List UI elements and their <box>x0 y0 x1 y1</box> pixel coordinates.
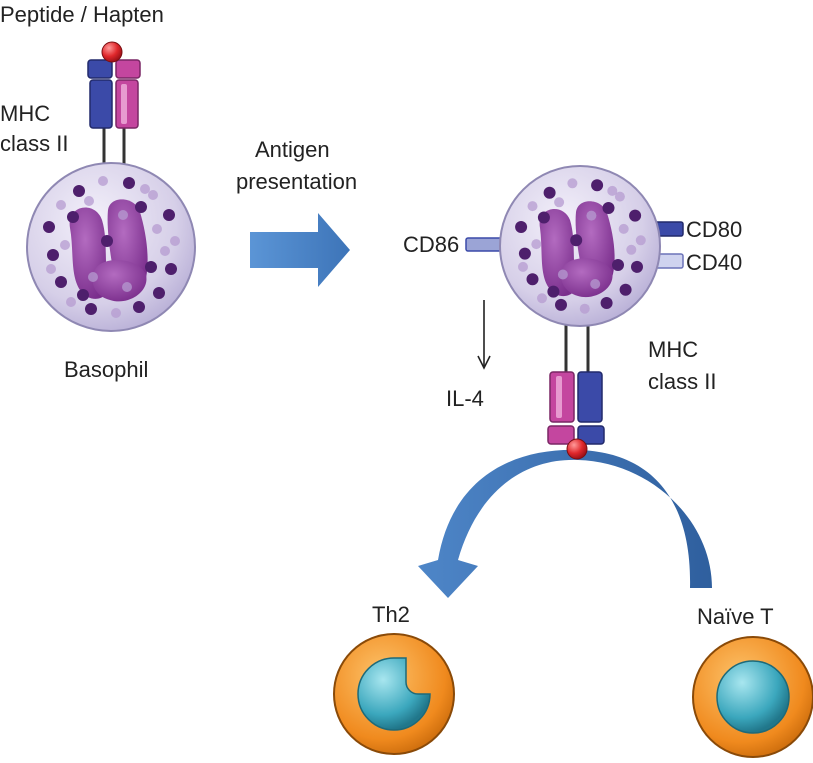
granule <box>518 261 528 272</box>
granule <box>152 224 162 234</box>
granule <box>555 298 567 311</box>
granule <box>591 179 604 192</box>
granule <box>554 197 565 208</box>
basophil-granules-left <box>43 176 180 318</box>
th2-nucleus <box>357 657 431 731</box>
granule <box>607 185 618 196</box>
peptide-antigen-left <box>101 41 123 63</box>
granule <box>73 185 85 197</box>
granule <box>547 285 560 298</box>
granule <box>55 276 67 288</box>
granule <box>60 240 70 250</box>
label-mhc-left-1: MHC <box>0 101 50 126</box>
granule <box>88 272 98 282</box>
granule <box>98 176 108 186</box>
granule <box>531 239 542 250</box>
granule <box>527 201 538 212</box>
granule <box>612 259 624 271</box>
label-basophil: Basophil <box>64 357 148 382</box>
label-cd86: CD86 <box>403 232 459 257</box>
il4-secretion-arrow-head <box>477 355 491 370</box>
granule <box>635 235 646 246</box>
granule <box>160 246 170 256</box>
label-cd40: CD40 <box>686 250 742 275</box>
basophil-granules-right <box>515 178 646 314</box>
granule <box>67 211 79 223</box>
granule <box>118 210 128 220</box>
label-mhc-right-2: class II <box>648 369 716 394</box>
granule <box>537 211 550 224</box>
granule <box>557 269 568 280</box>
mhc-right-beta-head <box>547 425 575 445</box>
naive-t-nucleus <box>716 660 790 734</box>
label-mhc-right-1: MHC <box>648 337 698 362</box>
granule <box>515 221 528 233</box>
label-cd80: CD80 <box>686 217 742 242</box>
mhc-right-alpha-head <box>577 425 605 445</box>
granule <box>66 297 76 307</box>
th2-cell <box>333 633 455 755</box>
granule <box>567 178 578 189</box>
naive-t-cell <box>692 636 813 758</box>
granule <box>626 244 637 255</box>
peptide-antigen-right <box>566 438 588 460</box>
granule <box>618 223 629 234</box>
granule <box>43 221 55 233</box>
granule <box>123 177 135 189</box>
differentiation-curved-arrow <box>418 449 712 598</box>
label-il4: IL-4 <box>446 386 484 411</box>
mhc-right-alpha-chain <box>577 371 603 423</box>
granule <box>600 297 613 309</box>
granule <box>526 273 539 286</box>
granule <box>47 249 59 261</box>
left-basophil-group <box>26 41 196 332</box>
label-th2: Th2 <box>372 602 410 627</box>
basophil-nucleus-left <box>69 199 148 302</box>
granule <box>148 190 158 200</box>
granule <box>77 289 89 301</box>
granule <box>629 209 642 222</box>
granule <box>614 191 625 202</box>
granule <box>145 261 157 273</box>
granule <box>153 287 165 299</box>
antigen-presentation-arrow <box>250 213 350 287</box>
granule <box>631 260 643 273</box>
granule <box>543 186 556 199</box>
mhc-left-alpha-chain <box>89 79 113 129</box>
granule <box>140 184 150 194</box>
mhc-right-beta-highlight <box>556 376 562 418</box>
label-naive-t: Naïve T <box>697 604 774 629</box>
right-basophil-group <box>465 165 684 445</box>
mhc-left-beta-head <box>115 59 141 79</box>
mhc-left-beta-highlight <box>121 84 127 124</box>
label-mhc-left-2: class II <box>0 131 68 156</box>
granule <box>518 247 531 260</box>
granule <box>163 209 175 221</box>
granule <box>165 263 177 275</box>
granule <box>619 283 632 296</box>
granule <box>586 210 597 221</box>
mhc-left-alpha-head <box>87 59 113 79</box>
granule <box>122 282 132 292</box>
granule <box>46 264 56 274</box>
granule <box>170 236 180 246</box>
granule <box>85 303 97 315</box>
granule <box>101 235 113 247</box>
granule <box>537 293 547 304</box>
granule <box>602 202 615 214</box>
granule <box>133 301 145 313</box>
granule <box>590 279 601 289</box>
granule <box>570 234 583 247</box>
granule <box>579 303 590 314</box>
label-antigen-1: Antigen <box>255 137 330 162</box>
label-peptide-hapten: Peptide / Hapten <box>0 2 164 27</box>
granule <box>135 201 147 213</box>
granule <box>111 308 121 318</box>
label-antigen-2: presentation <box>236 169 357 194</box>
granule <box>84 196 94 206</box>
granule <box>56 200 66 210</box>
